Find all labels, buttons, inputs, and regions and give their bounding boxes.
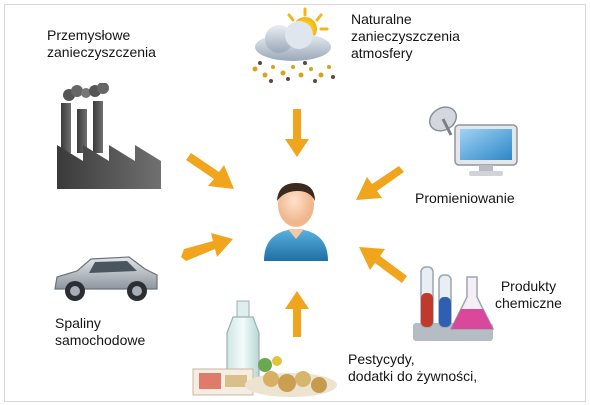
label-industrial: Przemysłowe zanieczyszczenia bbox=[47, 27, 156, 60]
arrow-from-natural bbox=[285, 109, 309, 157]
cloud-icon bbox=[252, 7, 335, 83]
label-food: Pestycydy, dodatki do żywności, bbox=[348, 351, 478, 384]
arrow-from-food bbox=[285, 291, 309, 337]
arrow-from-radiation bbox=[356, 166, 404, 200]
food-bottle-icon bbox=[192, 300, 337, 397]
arrow-from-chemicals bbox=[359, 247, 407, 283]
person-icon bbox=[264, 183, 328, 261]
label-chemicals: Produkty chemiczne bbox=[495, 278, 562, 311]
diagram-canvas: Przemysłowe zanieczyszczenia Naturalne z… bbox=[4, 4, 586, 402]
factory-icon bbox=[57, 83, 161, 189]
arrow-from-exhaust bbox=[181, 233, 233, 261]
computer-satellite-icon bbox=[428, 106, 518, 176]
arrow-from-industrial bbox=[186, 153, 234, 189]
laboratory-flasks-icon bbox=[413, 266, 495, 341]
car-icon bbox=[54, 256, 158, 301]
label-natural: Naturalne zanieczyszczenia atmosfery bbox=[351, 11, 460, 61]
label-exhaust: Spaliny samochodowe bbox=[55, 315, 146, 348]
label-radiation: Promieniowanie bbox=[415, 190, 515, 206]
